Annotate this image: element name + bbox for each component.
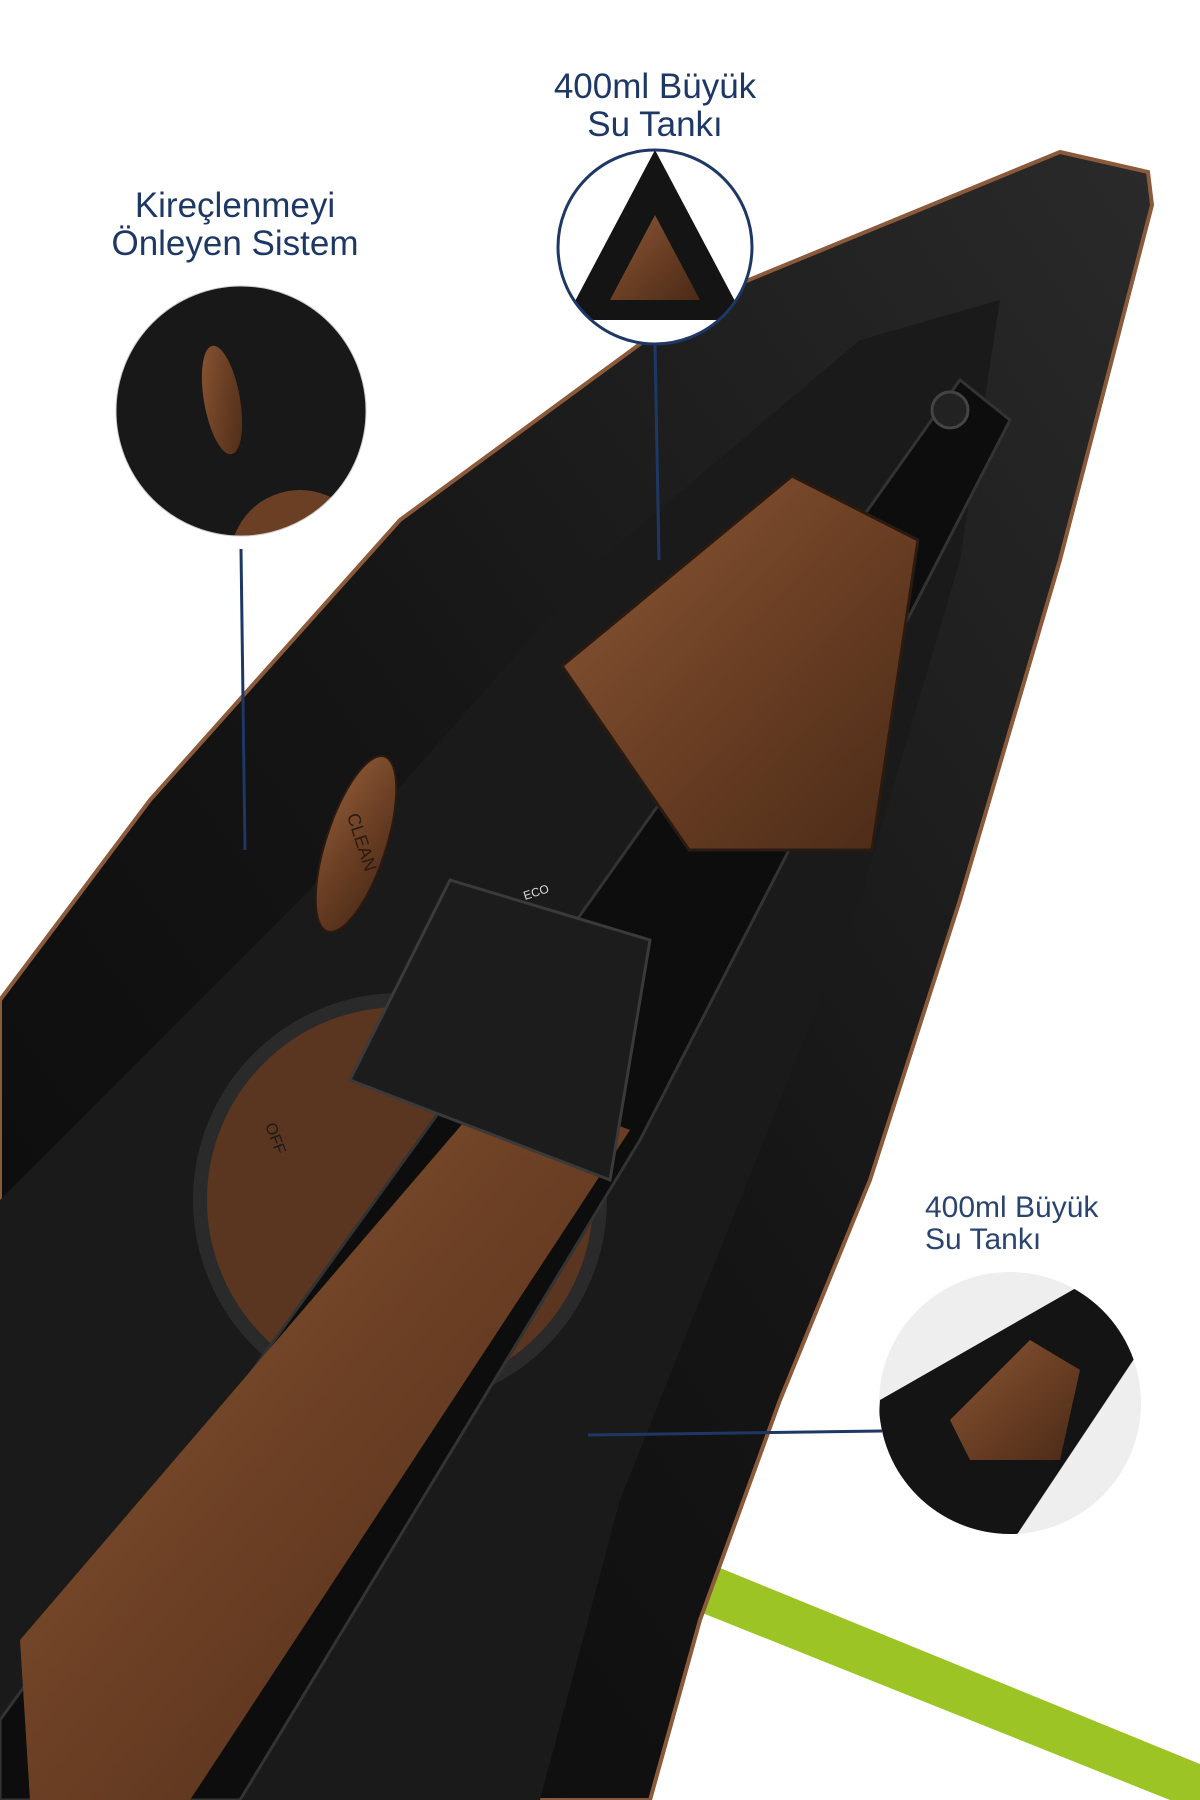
steam-iron-image: CLEAN ECO OFF [0, 149, 1155, 1800]
callout-left-line1: Kireçlenmeyi [134, 186, 336, 225]
inset-left-circle [115, 285, 367, 537]
water-tank [559, 474, 920, 852]
callout-top-line1: 400ml Büyük [553, 67, 757, 106]
callout-line-left [239, 548, 247, 851]
callout-line-top [653, 343, 661, 561]
accent-stripe [610, 1532, 1200, 1800]
callout-right-line1: 400ml Büyük [925, 1191, 1099, 1224]
inset-right-circle [879, 1272, 1141, 1534]
clean-button [314, 755, 398, 933]
inset-top-circle [556, 148, 754, 346]
callout-left: Kireçlenmeyi Önleyen Sistem [80, 187, 390, 263]
callout-top: 400ml Büyük Su Tankı [500, 68, 810, 144]
callout-right: 400ml Büyük Su Tankı [925, 1191, 1099, 1257]
callout-left-line2: Önleyen Sistem [111, 223, 359, 263]
callout-top-line2: Su Tankı [587, 104, 723, 144]
callout-right-line2: Su Tankı [925, 1223, 1042, 1257]
copper-grip [20, 1080, 630, 1800]
callout-line-right [587, 1429, 883, 1437]
